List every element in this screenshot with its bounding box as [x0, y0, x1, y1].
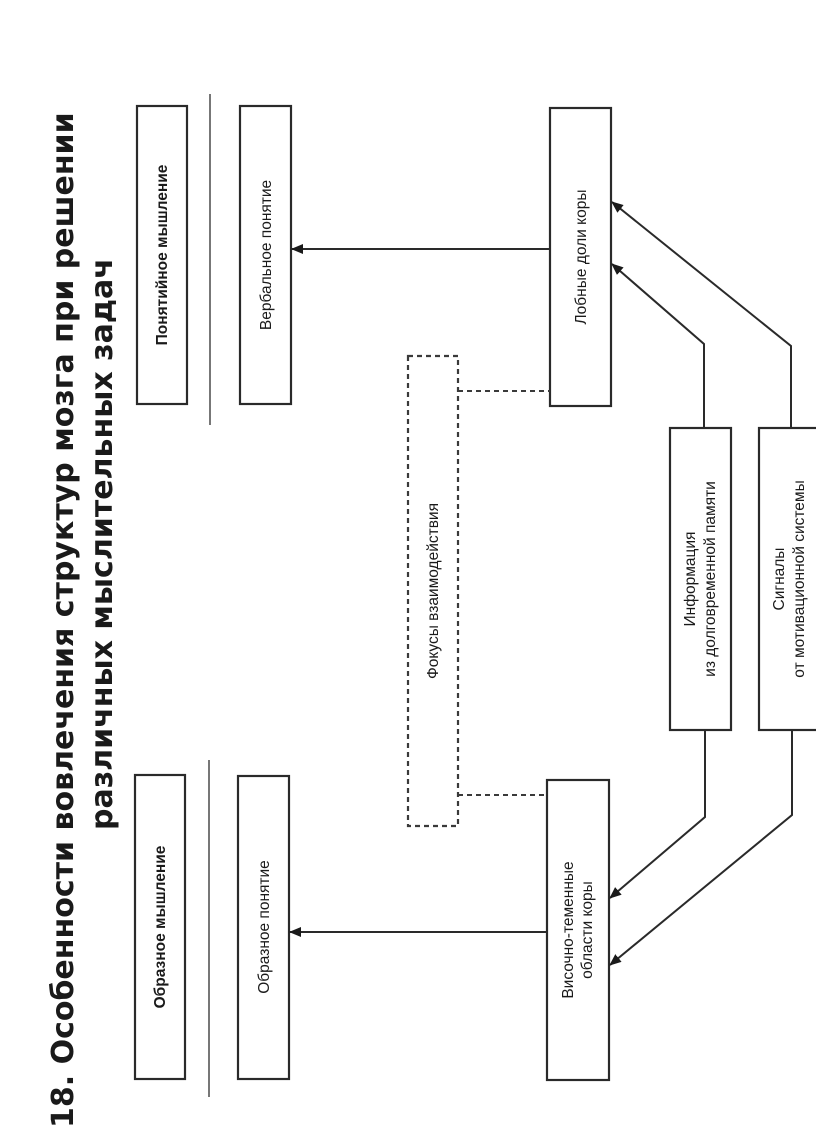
imagery-thinking-box: Образное мышление — [133, 773, 187, 1081]
temporo-parietal-label-line1: Височно-теменные — [560, 861, 577, 998]
memory-info-label-line2: из долговременной памяти — [702, 481, 719, 677]
verbal-concept-label: Вербальное понятие — [258, 180, 275, 330]
arrow-memory-to-frontal — [611, 263, 705, 428]
memory-info-box: Информация из долговременной памяти — [668, 426, 733, 732]
conceptual-thinking-label: Понятийное мышление — [154, 164, 171, 345]
imagery-concept-box: Образное понятие — [236, 774, 291, 1081]
temporo-parietal-label-line2: области коры — [579, 881, 596, 979]
motivation-signals-box: Сигналы от мотивационной системы — [757, 426, 816, 732]
frontal-lobes-label: Лобные доли коры — [573, 190, 590, 325]
arrow-motivation-to-frontal — [611, 201, 792, 428]
imagery-thinking-label: Образное мышление — [152, 845, 169, 1008]
interaction-focus-box: Фокусы взаимодействия — [406, 354, 460, 828]
arrow-motivation-to-temporo — [609, 730, 793, 966]
figure-title-line2: различных мыслительных задач — [85, 258, 120, 830]
frontal-lobes-box: Лобные доли коры — [548, 106, 613, 408]
motivation-signals-label-line2: от мотивационной системы — [791, 480, 808, 677]
motivation-signals-label-line1: Сигналы — [771, 548, 788, 611]
imagery-concept-label: Образное понятие — [256, 860, 273, 994]
verbal-concept-box: Вербальное понятие — [238, 104, 293, 406]
arrow-memory-to-temporo — [609, 730, 706, 899]
temporo-parietal-box: Височно-теменные области коры — [545, 778, 611, 1082]
conceptual-thinking-box: Понятийное мышление — [135, 104, 189, 406]
interaction-focus-label: Фокусы взаимодействия — [425, 503, 442, 679]
figure-title-line1: 18. Особенности вовлечения структур мозг… — [46, 112, 81, 1128]
memory-info-label-line1: Информация — [682, 532, 699, 627]
